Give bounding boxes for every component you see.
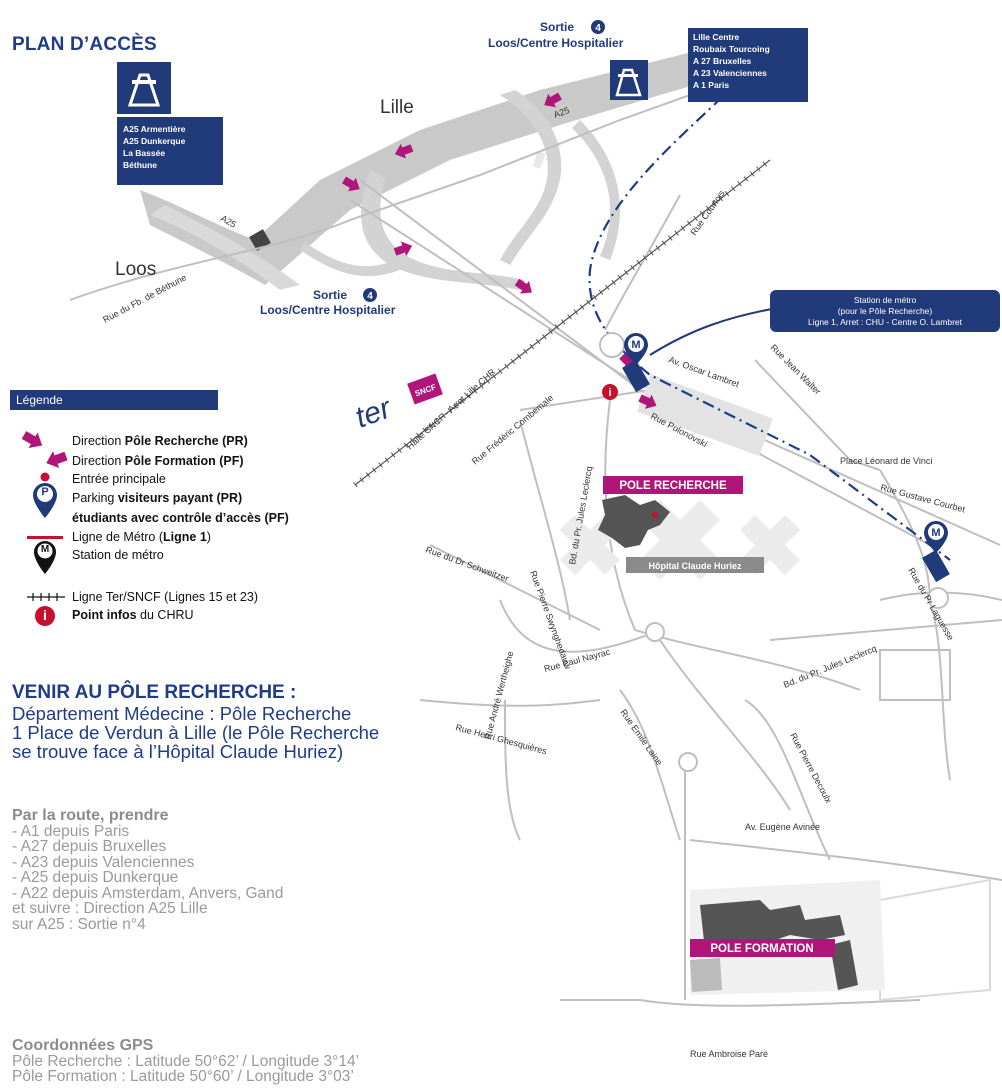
sign-right-line-4: A 23 Valenciennes xyxy=(693,68,767,78)
legend-item-research: Direction Pôle Recherche (PR) xyxy=(72,434,248,448)
metro-callout xyxy=(649,290,1000,356)
sign-left-line-4: Béthune xyxy=(123,160,157,170)
directions-line: 1 Place de Verdun à Lille (le Pôle Reche… xyxy=(12,722,380,743)
page-title: PLAN D’ACCÈS xyxy=(12,34,157,55)
metro-station-pin-2 xyxy=(922,521,950,583)
red-dot-icon xyxy=(40,472,50,482)
exit-top-number: 4 xyxy=(595,23,601,34)
pole-recherche-badge xyxy=(603,476,743,494)
street-label: Rue Ambroise Paré xyxy=(690,1049,768,1059)
legend: Légende xyxy=(10,390,410,410)
highway-a25 xyxy=(140,50,712,290)
exit-mid-number: 4 xyxy=(367,291,373,302)
direction-arrow-formation-1 xyxy=(544,92,562,108)
route-line: - A27 depuis Bruxelles xyxy=(12,838,167,855)
metro-callout-line-1: Station de métro xyxy=(854,295,917,305)
legend-item-entrance: Entrée principale xyxy=(72,472,166,486)
sign-right-line-5: A 1 Paris xyxy=(693,80,729,90)
roundabouts xyxy=(599,332,949,772)
route-block: Par la route, prendre - A1 depuis Paris … xyxy=(12,808,283,932)
street-label: Av. Eugène Avinée xyxy=(745,822,820,832)
sign-right-line-1: Lille Centre xyxy=(693,32,740,42)
direction-arrow-research-2 xyxy=(393,241,413,257)
pole-formation-label: POLE FORMATION xyxy=(710,943,813,955)
route-line: sur A25 : Sortie n°4 xyxy=(12,915,146,933)
metro-station-pin-1 xyxy=(622,333,650,393)
sign-right-line-2: Roubaix Tourcoing xyxy=(693,44,770,54)
route-line: - A23 depuis Valenciennes xyxy=(12,853,195,871)
route-line: - A25 depuis Dunkerque xyxy=(12,869,179,886)
legend-header: Légende xyxy=(10,390,218,410)
metro-pin-letter: M xyxy=(40,544,50,555)
metro-callout-line-2: (pour le Pôle Recherche) xyxy=(838,306,933,316)
arrow-left-icon xyxy=(46,451,68,469)
direction-arrow-formation-2 xyxy=(394,143,414,159)
pole-formation-building xyxy=(700,900,845,950)
direction-arrow-research-5 xyxy=(638,394,657,409)
legend-item-parking-students: étudiants avec contrôle d’accès (PF) xyxy=(72,511,289,525)
direction-arrow-research-1 xyxy=(342,176,360,192)
hopital-label: Hôpital Claude Huriez xyxy=(648,561,742,571)
gps-line: Pôle Formation : Latitude 50°60’ / Longi… xyxy=(12,1068,354,1085)
metro-callout-line-3: Ligne 1, Arret : CHU - Centre O. Lambret xyxy=(808,317,963,327)
street-label: Place Léonard de Vinci xyxy=(840,456,932,466)
route-line: - A1 depuis Paris xyxy=(12,822,130,840)
pole-recherche-entrance-dot xyxy=(652,512,658,518)
highway-sign-left xyxy=(117,62,223,185)
directions-block: VENIR AU PÔLE RECHERCHE : Département Mé… xyxy=(12,682,532,761)
metro-station-pin-1-letter: M xyxy=(631,339,640,351)
direction-arrow-research-3 xyxy=(514,278,532,294)
gps-block: Coordonnées GPS Pôle Recherche : Latitud… xyxy=(12,1038,359,1085)
sign-right-line-3: A 27 Bruxelles xyxy=(693,56,752,66)
pole-recherche-label: POLE RECHERCHE xyxy=(619,480,727,492)
legend-icons xyxy=(21,431,68,626)
sign-left-line-2: A25 Dunkerque xyxy=(123,136,186,146)
route-title: Par la route, prendre xyxy=(12,807,169,824)
pole-formation-badge xyxy=(690,939,835,957)
info-icon-letter: i xyxy=(43,607,47,623)
exit-top-sub: Loos/Centre Hospitalier xyxy=(488,36,624,50)
info-point-icon xyxy=(602,384,618,400)
parking-pin-letter: P xyxy=(41,486,49,498)
exit-mid-label: Sortie xyxy=(313,288,347,302)
route-line: et suivre : Direction A25 Lille xyxy=(12,900,208,917)
metro-line-icon xyxy=(27,536,63,539)
pole-recherche-building xyxy=(598,495,670,548)
legend-item-metro-line: Ligne de Métro (Ligne 1) xyxy=(72,530,211,544)
street-network xyxy=(69,94,1002,1007)
sign-left-line-1: A25 Armentière xyxy=(123,124,186,134)
legend-item-metro-station: Station de métro xyxy=(72,548,164,562)
route-line: - A22 depuis Amsterdam, Anvers, Gand xyxy=(12,884,284,902)
gps-line: Pôle Recherche : Latitude 50°62’ / Longi… xyxy=(12,1052,360,1070)
directions-line: Département Médecine : Pôle Recherche xyxy=(12,703,352,724)
rail-line xyxy=(353,157,772,488)
legend-item-info: Point infos du CHRU xyxy=(72,608,194,622)
directions-title: VENIR AU PÔLE RECHERCHE : xyxy=(12,682,297,703)
info-point-letter: i xyxy=(608,387,611,399)
city-label-lille: Lille xyxy=(380,97,414,118)
legend-item-parking: Parking visiteurs payant (PR) xyxy=(72,491,243,505)
pole-formation-annex xyxy=(830,940,858,990)
arrow-right-icon xyxy=(21,431,43,449)
metro-pin-icon xyxy=(33,540,56,574)
exit-top-label: Sortie xyxy=(540,20,574,34)
gps-title: Coordonnées GPS xyxy=(12,1037,154,1054)
legend-item-formation: Direction Pôle Formation (PF) xyxy=(72,454,244,468)
hopital-badge xyxy=(626,557,764,573)
sign-left-line-3: La Bassée xyxy=(123,148,165,158)
metro-station-pin-2-letter: M xyxy=(931,527,940,539)
city-label-loos: Loos xyxy=(115,259,156,280)
directions-line: se trouve face à l’Hôpital Claude Huriez… xyxy=(12,741,344,762)
exit-mid-sub: Loos/Centre Hospitalier xyxy=(260,303,396,317)
exit-top-number-badge xyxy=(591,20,605,34)
info-icon xyxy=(35,606,55,626)
exit-mid-number-badge xyxy=(363,288,377,302)
pole-formation-lot xyxy=(690,958,722,992)
parking-pin-icon xyxy=(33,483,57,518)
legend-item-rail: Ligne Ter/SNCF (Lignes 15 et 23) xyxy=(72,590,258,604)
highway-sign-right xyxy=(610,28,808,102)
rail-line-icon xyxy=(27,593,65,601)
